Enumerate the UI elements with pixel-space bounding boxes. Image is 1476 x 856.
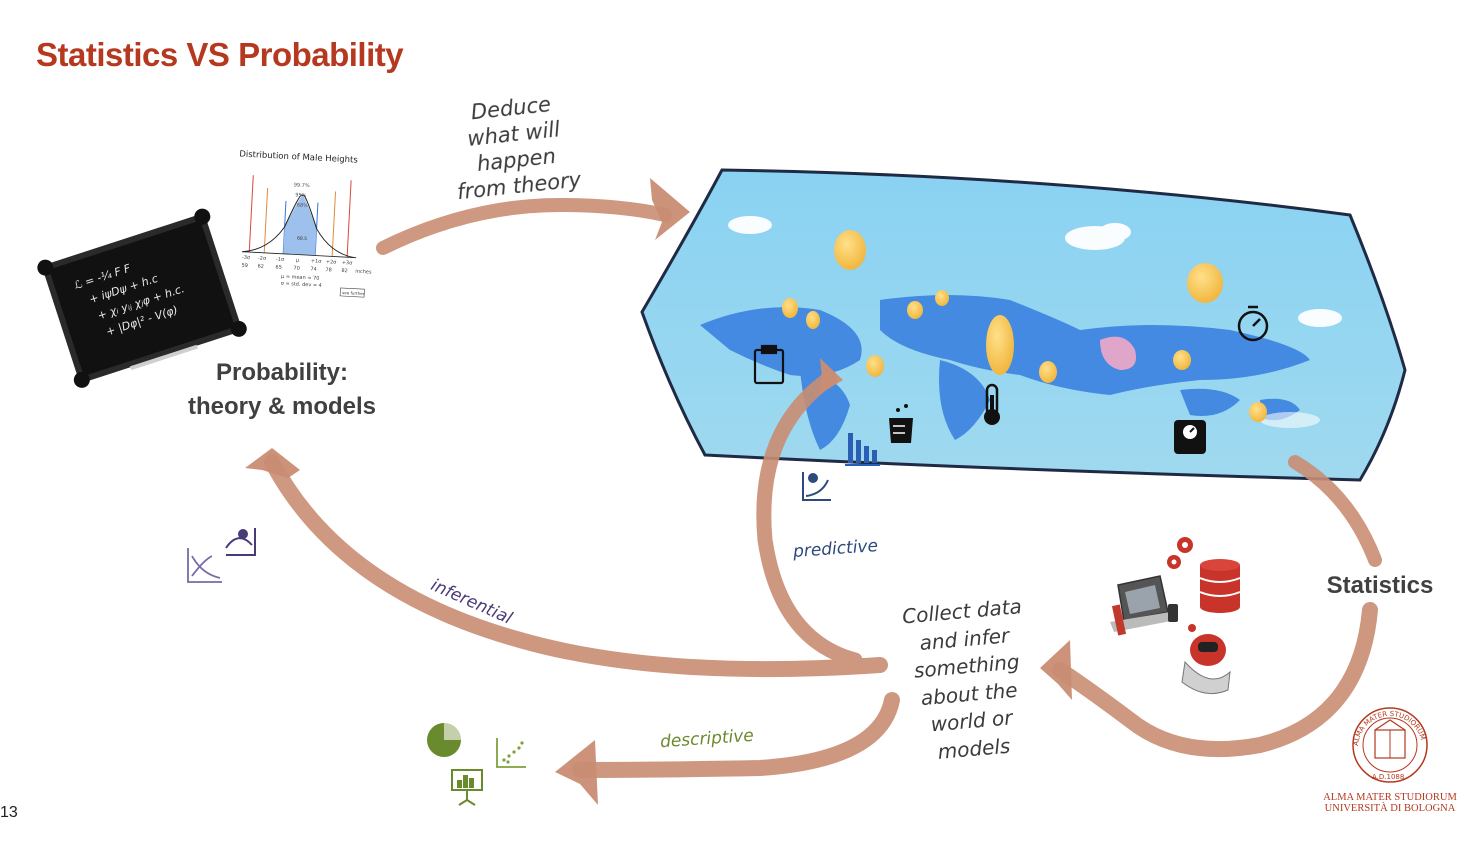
scale-icon	[1174, 420, 1206, 454]
descriptive-arrow	[572, 692, 900, 778]
decline-chart-icon	[187, 548, 222, 583]
growth-chart-icon	[225, 528, 256, 556]
deduce-arrow	[376, 197, 672, 255]
blackboard-icon: ℒ = -¼ F F + iψDψ + h.c + χᵢ yᵢⱼ χⱼφ + h…	[37, 208, 247, 388]
thumb-tick-value: 70	[293, 265, 300, 271]
thumb-pct-outer: 99.7%	[294, 182, 310, 189]
university-name-line: UNIVERSITÀ DI BOLOGNA	[1324, 803, 1456, 814]
thumb-pct-inner: 68%	[297, 202, 309, 209]
thumb-tick-value: 74	[310, 266, 317, 272]
thumb-tick-value: 62	[257, 264, 264, 270]
thumb-pct-mid: 95%	[295, 192, 307, 199]
thumb-tick: +2σ	[326, 259, 338, 266]
laptop-icon	[1110, 575, 1178, 636]
thumb-title: Distribution of Male Heights	[239, 149, 358, 165]
collect-label: Collect data and infer something about t…	[881, 591, 1055, 769]
inferential-arrow	[264, 454, 888, 678]
normal-distribution-thumbnail: Distribution of Male Heights 99.7% 95% 6…	[239, 149, 372, 298]
thumb-note-sd: σ = std. dev = 4	[280, 281, 321, 289]
thumb-unit: inches	[355, 269, 372, 276]
probability-label: Probability: theory & models	[162, 356, 402, 424]
continents	[700, 295, 1310, 450]
thumb-tick-value: 59	[241, 263, 248, 269]
page-number: 13	[0, 804, 18, 821]
gear-icon	[1167, 537, 1193, 569]
predictive-arrow	[756, 370, 863, 668]
robot-icon	[1181, 624, 1231, 695]
presentation-board-icon	[451, 769, 483, 806]
probability-line: theory & models	[187, 393, 377, 420]
slide-title: Statistics VS Probability	[36, 36, 404, 73]
probability-line: Probability:	[215, 359, 348, 386]
thumb-tick-value: 78	[325, 267, 332, 273]
statistics-to-collect-arrow	[1052, 602, 1378, 758]
map-to-statistics-arrow	[1288, 455, 1382, 567]
logo-year: A.D.1088	[1372, 773, 1404, 781]
database-icon	[1199, 559, 1241, 613]
thumb-tick: -3σ	[242, 255, 251, 261]
thumb-note-mean: μ = mean = 70	[281, 274, 320, 282]
thumb-tick: -1σ	[276, 256, 285, 262]
thumb-tick-value: 82	[341, 268, 348, 274]
deduce-label: Deduce what will happen from theory	[435, 87, 595, 206]
thumb-center-value: 68.5	[297, 236, 307, 243]
arrows	[264, 197, 1382, 778]
thermometer-icon	[984, 383, 1000, 425]
balloons	[782, 230, 1267, 422]
pie-chart-icon	[427, 723, 461, 757]
world-map-panel	[640, 168, 1407, 482]
growth-chart-icon	[802, 472, 831, 501]
thumb-footer-button: see further	[342, 290, 365, 296]
beaker-icon	[889, 404, 913, 443]
thumb-tick-value: 65	[275, 264, 282, 270]
bar-chart-icon	[845, 433, 880, 466]
stopwatch-icon	[1237, 305, 1269, 342]
thumb-tick: μ	[296, 258, 300, 264]
clipboard-icon	[753, 344, 785, 385]
statistics-label: Statistics	[1326, 572, 1434, 599]
university-seal-logo: ALMA MATER STUDIORUM A.D.1088	[1352, 707, 1428, 783]
clouds	[728, 216, 1342, 428]
thumb-tick: -2σ	[258, 256, 267, 262]
thumb-tick: +1σ	[311, 258, 323, 265]
arrow-heads	[245, 178, 1072, 805]
thumb-tick: +3σ	[342, 260, 354, 267]
university-name-line: ALMA MATER STUDIORUM	[1323, 792, 1457, 803]
university-name: ALMA MATER STUDIORUM UNIVERSITÀ DI BOLOG…	[1312, 792, 1468, 814]
scatter-plot-icon	[496, 738, 526, 768]
